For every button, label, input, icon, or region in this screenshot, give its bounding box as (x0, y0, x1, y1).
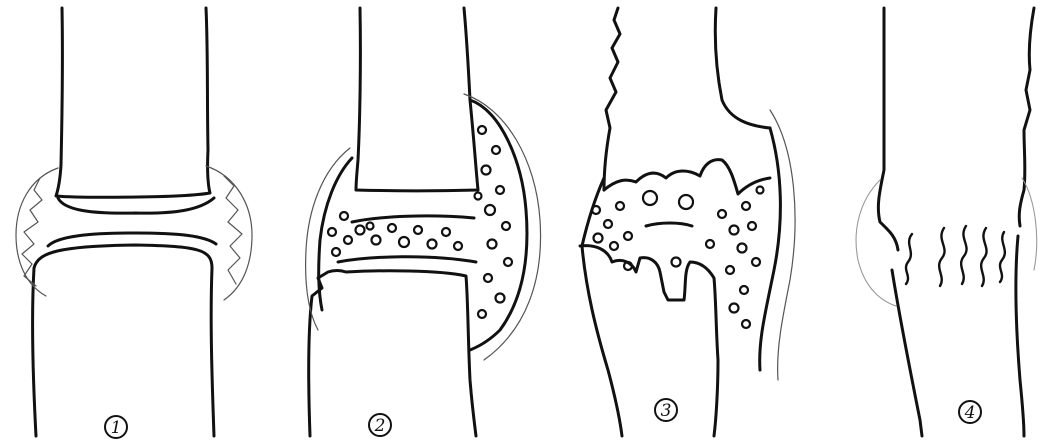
stage-4-left-lower (892, 270, 922, 436)
stage-1-normal-joint: 1 (16, 8, 252, 438)
stage-3-cyst-1 (643, 191, 657, 205)
stage-4-label: 4 (959, 401, 981, 423)
stage-4-right-outline (1019, 8, 1034, 226)
stage-4-ankylosed-joint: 4 (856, 8, 1037, 436)
stage-4-label-text: 4 (964, 403, 976, 423)
stage-2-upper-cartilage (352, 216, 474, 222)
stage-3-upper-surface (604, 160, 770, 194)
stage-4-capsule-left (856, 180, 896, 306)
stage-1-capsule-left (16, 168, 58, 296)
stage-3-label-text: 3 (661, 401, 672, 421)
stage-3-cells (592, 187, 764, 329)
stage-1-label: 1 (105, 416, 127, 438)
stage-3-lower-bone-left (582, 246, 622, 436)
stage-2-lower-bone (309, 271, 476, 437)
stage-3-eroded-joint: 3 (580, 8, 795, 436)
stage-2-upper-bone (356, 8, 478, 191)
stage-3-label: 3 (655, 399, 677, 421)
stage-2-label-text: 2 (374, 416, 386, 436)
stage-2-inflamed-joint: 2 (306, 8, 541, 436)
stage-3-upper-bone-right (715, 8, 770, 128)
stage-1-lower-bone (33, 245, 214, 436)
stage-3-pannus-right (760, 128, 781, 370)
stage-3-cartilage-remnant (646, 223, 692, 226)
stage-2-lower-cartilage (338, 257, 476, 262)
stage-4-fibrous-strands (906, 226, 1005, 286)
stage-3-cyst-2 (679, 195, 693, 209)
stage-1-label-text: 1 (111, 418, 122, 438)
stage-1-upper-bone (56, 8, 210, 197)
stage-1-capsule-left-wave (22, 178, 42, 286)
stage-1-upper-cartilage (58, 198, 214, 213)
stage-2-label: 2 (369, 414, 391, 436)
stage-4-left-outline (878, 8, 898, 250)
stage-3-capsule-right (770, 110, 795, 380)
stage-4-right-lower (1016, 236, 1024, 436)
stage-3-upper-bone (604, 8, 620, 190)
